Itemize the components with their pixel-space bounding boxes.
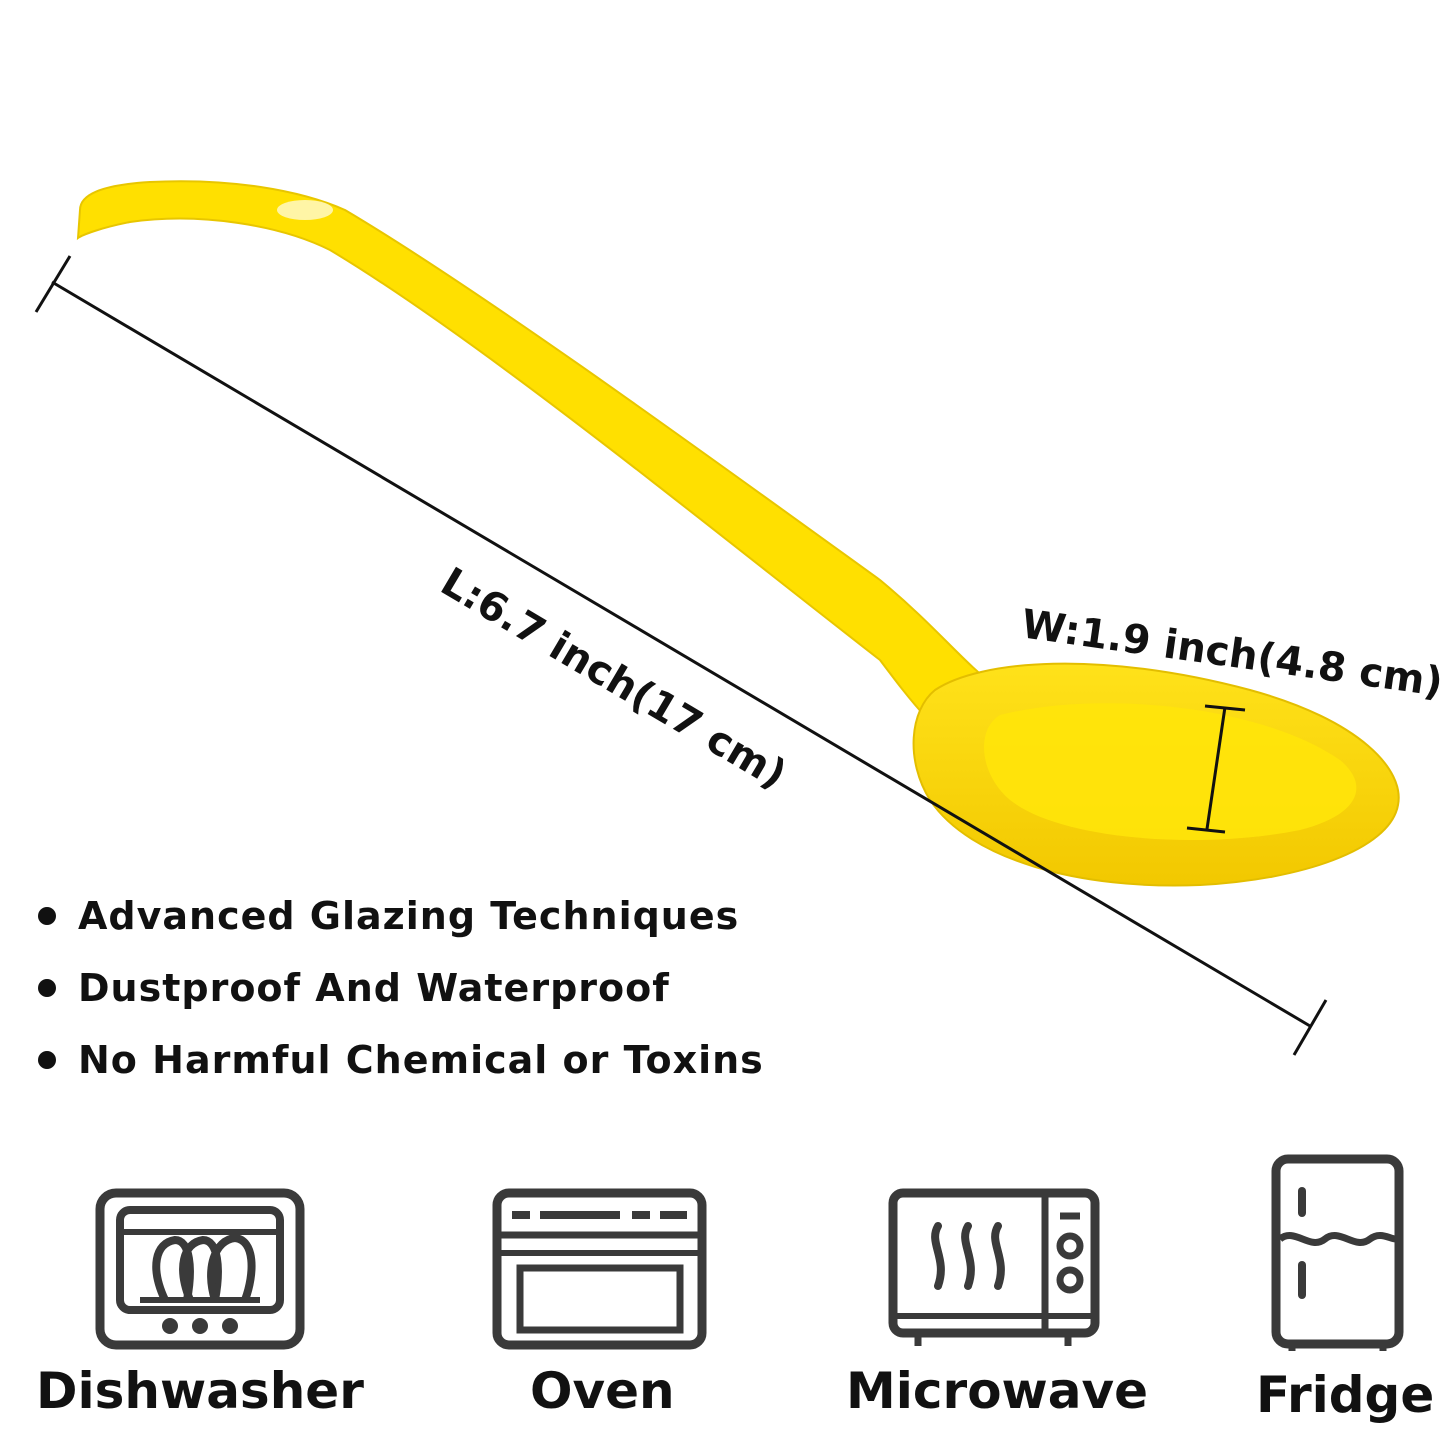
- feature-list: Advanced Glazing Techniques Dustproof An…: [38, 880, 764, 1096]
- oven-label: Oven: [530, 1362, 675, 1420]
- length-label: L:6.7 inch(17 cm): [433, 559, 794, 798]
- microwave-icon: [888, 1188, 1100, 1346]
- width-dimension: [1186, 704, 1246, 834]
- length-dimension: [34, 255, 1328, 1056]
- microwave-label: Microwave: [846, 1362, 1148, 1420]
- dishwasher-label: Dishwasher: [36, 1362, 364, 1420]
- oven-icon: [492, 1188, 707, 1350]
- fridge-label: Fridge: [1256, 1366, 1435, 1424]
- feature-item: No Harmful Chemical or Toxins: [38, 1024, 764, 1096]
- spoon-handle: [76, 180, 1002, 762]
- bullet-icon: [38, 907, 56, 925]
- bullet-icon: [38, 1051, 56, 1069]
- fridge-icon: [1271, 1154, 1404, 1351]
- bullet-icon: [38, 979, 56, 997]
- feature-item: Advanced Glazing Techniques: [38, 880, 764, 952]
- feature-item: Dustproof And Waterproof: [38, 952, 764, 1024]
- yellow-spoon: [76, 180, 1400, 887]
- dishwasher-icon: [95, 1188, 305, 1350]
